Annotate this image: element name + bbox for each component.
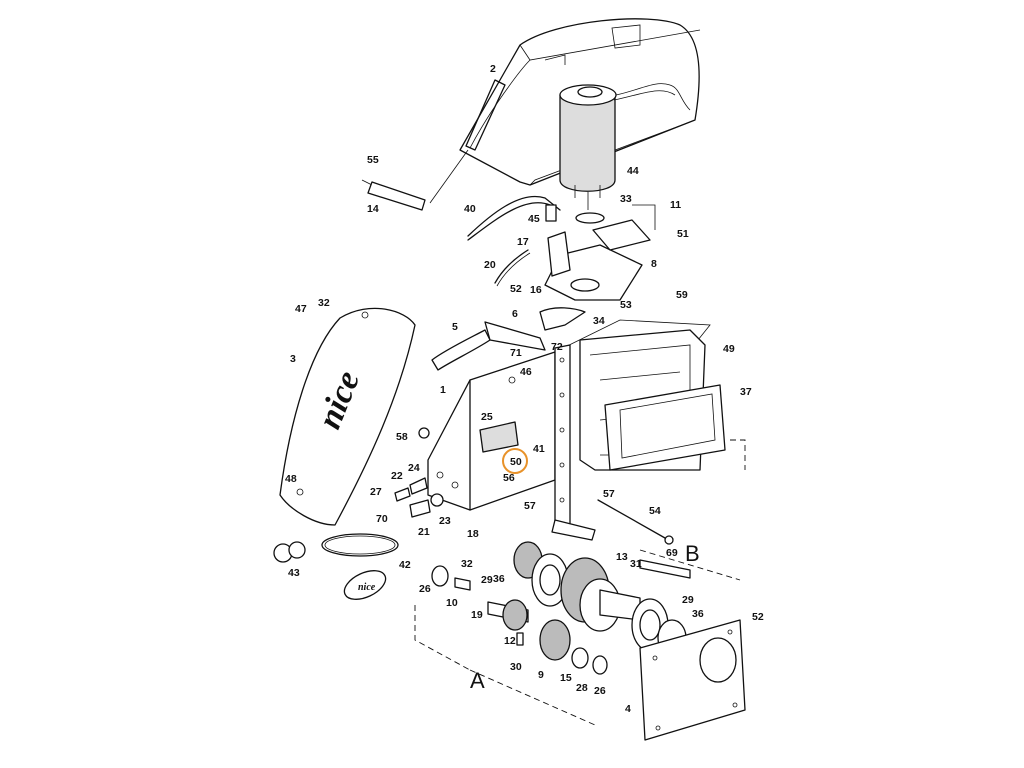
group-label-a: A bbox=[470, 668, 485, 693]
part-label-57: 57 bbox=[603, 488, 615, 500]
part-label-45: 45 bbox=[528, 213, 540, 225]
part-label-27: 27 bbox=[370, 486, 382, 498]
part-label-4: 4 bbox=[625, 703, 631, 715]
connector-45 bbox=[545, 204, 557, 222]
group-a-boundary bbox=[414, 605, 471, 671]
motor bbox=[559, 83, 691, 210]
part-label-29: 29 bbox=[682, 594, 694, 606]
part-label-33: 33 bbox=[620, 193, 632, 205]
part-label-8: 8 bbox=[651, 258, 657, 270]
part-label-53: 53 bbox=[620, 299, 632, 311]
part-label-50: 50 bbox=[510, 456, 522, 468]
group-label-b: B bbox=[685, 541, 700, 566]
part-label-1: 1 bbox=[440, 384, 446, 396]
part-label-32: 32 bbox=[318, 297, 330, 309]
terminal-block bbox=[479, 421, 519, 453]
part-label-56: 56 bbox=[503, 472, 515, 484]
part-label-36: 36 bbox=[692, 608, 704, 620]
knob-43 bbox=[273, 541, 306, 563]
part-17 bbox=[547, 231, 571, 277]
part-label-48: 48 bbox=[285, 473, 297, 485]
part-label-31: 31 bbox=[630, 558, 642, 570]
part-label-42: 42 bbox=[399, 559, 411, 571]
part-label-59: 59 bbox=[676, 289, 688, 301]
part-label-21: 21 bbox=[418, 526, 430, 538]
seal-70 bbox=[321, 533, 399, 557]
part-label-46: 46 bbox=[520, 366, 532, 378]
part-label-3: 3 bbox=[290, 353, 296, 365]
part-label-29: 29 bbox=[481, 574, 493, 586]
part-label-43: 43 bbox=[288, 567, 300, 579]
part-14-bracket bbox=[361, 149, 469, 211]
part-label-32: 32 bbox=[461, 558, 473, 570]
part-label-25: 25 bbox=[481, 411, 493, 423]
part-label-72: 72 bbox=[551, 341, 563, 353]
part-label-19: 19 bbox=[471, 609, 483, 621]
gasket-37 bbox=[604, 384, 726, 471]
frame-41 bbox=[554, 344, 571, 533]
part-label-17: 17 bbox=[517, 236, 529, 248]
part-label-15: 15 bbox=[560, 672, 572, 684]
part-label-13: 13 bbox=[616, 551, 628, 563]
part-label-41: 41 bbox=[533, 443, 545, 455]
part-label-26: 26 bbox=[594, 685, 606, 697]
part-label-54: 54 bbox=[649, 505, 661, 517]
gearbox-cover-plate bbox=[639, 619, 746, 741]
part-label-10: 10 bbox=[446, 597, 458, 609]
part-label-11: 11 bbox=[670, 199, 681, 211]
part-label-57: 57 bbox=[524, 500, 536, 512]
part-label-28: 28 bbox=[576, 682, 588, 694]
o-ring bbox=[575, 212, 605, 224]
part-label-18: 18 bbox=[467, 528, 479, 540]
side-cover: nice bbox=[279, 307, 416, 526]
part-label-36: 36 bbox=[493, 573, 505, 585]
part-label-37: 37 bbox=[740, 386, 752, 398]
part-label-9: 9 bbox=[538, 669, 544, 681]
part-label-52: 52 bbox=[752, 611, 764, 623]
part-label-2: 2 bbox=[490, 63, 496, 75]
part-label-47: 47 bbox=[295, 303, 307, 315]
part-label-6: 6 bbox=[512, 308, 518, 320]
part-label-34: 34 bbox=[593, 315, 605, 327]
part-label-26: 26 bbox=[419, 583, 431, 595]
part-label-16: 16 bbox=[530, 284, 542, 296]
part-label-23: 23 bbox=[439, 515, 451, 527]
cover-42: nice bbox=[343, 570, 387, 600]
part-label-70: 70 bbox=[376, 513, 388, 525]
part-label-69: 69 bbox=[666, 547, 678, 559]
part-label-44: 44 bbox=[627, 165, 639, 177]
part-label-5: 5 bbox=[452, 321, 458, 333]
part-label-71: 71 bbox=[510, 347, 522, 359]
mount-plate bbox=[544, 204, 656, 301]
part-label-55: 55 bbox=[367, 154, 379, 166]
part-label-40: 40 bbox=[464, 203, 476, 215]
part-label-20: 20 bbox=[484, 259, 496, 271]
release-lever bbox=[431, 307, 586, 371]
part-label-49: 49 bbox=[723, 343, 735, 355]
spring bbox=[494, 249, 529, 284]
part-label-22: 22 bbox=[391, 470, 403, 482]
small-parts bbox=[394, 427, 444, 518]
part-label-52: 52 bbox=[510, 283, 522, 295]
cover-logo: nice bbox=[358, 582, 376, 593]
part-label-58: 58 bbox=[396, 431, 408, 443]
part-label-30: 30 bbox=[510, 661, 522, 673]
part-label-51: 51 bbox=[677, 228, 689, 240]
part-label-12: 12 bbox=[504, 635, 516, 647]
part-label-14: 14 bbox=[367, 203, 379, 215]
cable bbox=[467, 195, 561, 237]
part-label-24: 24 bbox=[408, 462, 420, 474]
bolt-54 bbox=[597, 499, 666, 539]
highlight-ring bbox=[502, 448, 528, 474]
